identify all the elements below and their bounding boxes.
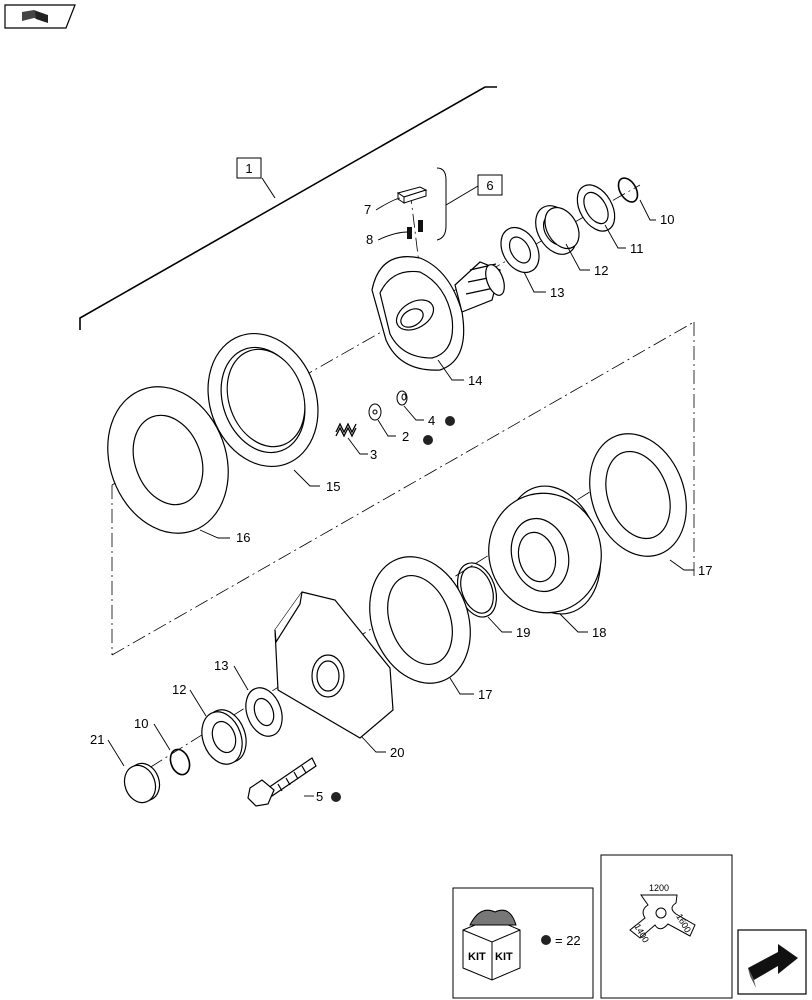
part-10-circlip-lower[interactable]	[167, 747, 193, 778]
callout-8[interactable]: 8	[366, 232, 373, 247]
callout-5[interactable]: 5	[316, 789, 323, 804]
assembly-bracket	[79, 86, 497, 330]
callout-19[interactable]: 19	[516, 625, 530, 640]
sealant-dot-icon	[541, 935, 551, 945]
part-3-spring[interactable]	[335, 422, 357, 438]
leader-lines	[107, 197, 694, 961]
callout-14[interactable]: 14	[468, 373, 482, 388]
callout-21[interactable]: 21	[90, 732, 104, 747]
callout-17-lower[interactable]: 17	[478, 687, 492, 702]
detail-9-mark-top: 1200	[649, 883, 669, 893]
callout-12-lower[interactable]: 12	[172, 682, 186, 697]
part-18-piston[interactable]	[475, 475, 614, 625]
part-14-carrier[interactable]	[371, 256, 508, 371]
part-13-washer-upper[interactable]	[493, 221, 546, 280]
callout-10-upper[interactable]: 10	[660, 212, 674, 227]
callouts: 7 8 10 11 12 13 14 4 2 3 15 16 17 18 19 …	[90, 202, 712, 968]
callout-13-lower[interactable]: 13	[214, 658, 228, 673]
callout-12-upper[interactable]: 12	[594, 263, 608, 278]
callout-7[interactable]: 7	[364, 202, 371, 217]
part-17-disc-upper[interactable]	[573, 420, 703, 570]
part-8-pins[interactable]	[407, 220, 423, 239]
sealant-dot-icon	[445, 416, 455, 426]
book-back-icon	[22, 10, 48, 23]
kit-label-right: KIT	[495, 951, 513, 963]
part-20-cover[interactable]	[274, 591, 394, 739]
part-12-bearing-lower[interactable]	[195, 704, 253, 770]
part-4-nut[interactable]	[396, 390, 408, 406]
kit-label-left: KIT	[468, 951, 486, 963]
part-21-cap[interactable]	[119, 759, 164, 807]
part-11-washer[interactable]	[570, 178, 623, 237]
subassembly-bracket	[436, 167, 479, 241]
back-nav-button[interactable]	[4, 4, 76, 29]
part-10-circlip-upper[interactable]	[615, 175, 642, 206]
callout-17-upper[interactable]: 17	[698, 563, 712, 578]
part-7-key[interactable]	[396, 186, 428, 204]
sealant-dot-icons	[331, 416, 455, 802]
sealant-dot-icon	[423, 435, 433, 445]
part-17-disc-lower[interactable]	[353, 543, 488, 698]
kit-legend[interactable]: KIT KIT = 22	[452, 887, 594, 999]
callout-15[interactable]: 15	[326, 479, 340, 494]
callout-6-label: 6	[486, 178, 493, 193]
part-5-bolt[interactable]	[247, 757, 317, 807]
part-15-flange[interactable]	[190, 318, 336, 482]
next-page-button[interactable]	[737, 929, 807, 995]
callout-box-1[interactable]: 1	[236, 157, 262, 179]
part-12-bearing-upper[interactable]	[527, 198, 586, 261]
callout-20[interactable]: 20	[390, 745, 404, 760]
part-13-washer-lower[interactable]	[239, 683, 288, 742]
callout-2[interactable]: 2	[402, 429, 409, 444]
callout-4[interactable]: 4	[428, 413, 435, 428]
callout-10-lower[interactable]: 10	[134, 716, 148, 731]
kit-equals-label: = 22	[555, 933, 581, 948]
callout-13-upper[interactable]: 13	[550, 285, 564, 300]
part-16-plate[interactable]	[88, 370, 248, 551]
next-page-arrow-icon	[748, 944, 798, 988]
detail-9-box[interactable]: 1200 1400 1600	[600, 854, 733, 999]
callout-1-label: 1	[245, 161, 252, 176]
callout-16[interactable]: 16	[236, 530, 250, 545]
kit-box-icon: KIT KIT	[462, 909, 521, 981]
callout-3[interactable]: 3	[370, 447, 377, 462]
sealant-dot-icon	[331, 792, 341, 802]
part-2-washer[interactable]	[368, 403, 382, 421]
callout-box-6[interactable]: 6	[477, 174, 503, 196]
callout-18[interactable]: 18	[592, 625, 606, 640]
callout-11[interactable]: 11	[630, 241, 644, 256]
